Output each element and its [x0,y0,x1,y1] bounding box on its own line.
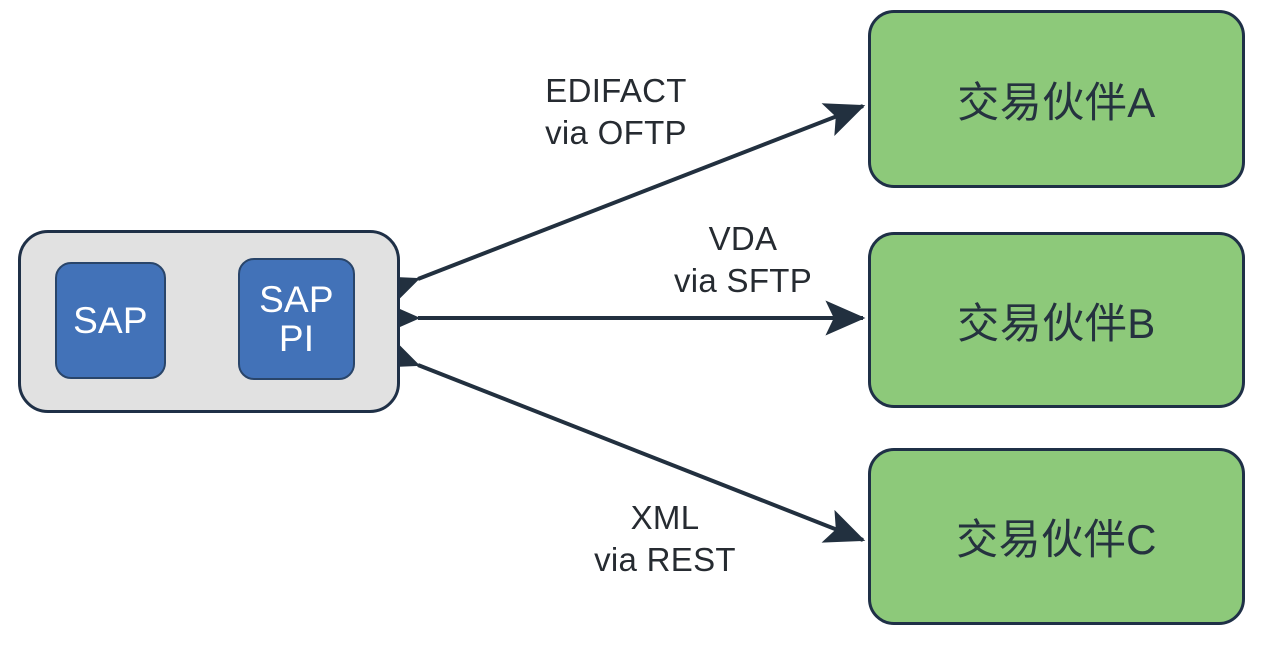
node-trading-partner-b[interactable]: 交易伙伴B [868,232,1245,408]
node-sap[interactable]: SAP [55,262,166,379]
node-trading-partner-a[interactable]: 交易伙伴A [868,10,1245,188]
edge-label-edifact-oftp: EDIFACT via OFTP [545,72,687,152]
node-sap-pi[interactable]: SAP PI [238,258,355,380]
connector-edifact-oftp[interactable] [376,103,866,310]
edge-label-xml-rest: XML via REST [594,499,736,579]
connector-xml-rest[interactable] [376,334,866,543]
node-trading-partner-c[interactable]: 交易伙伴C [868,448,1245,625]
edge-label-vda-sftp: VDA via SFTP [673,220,813,300]
